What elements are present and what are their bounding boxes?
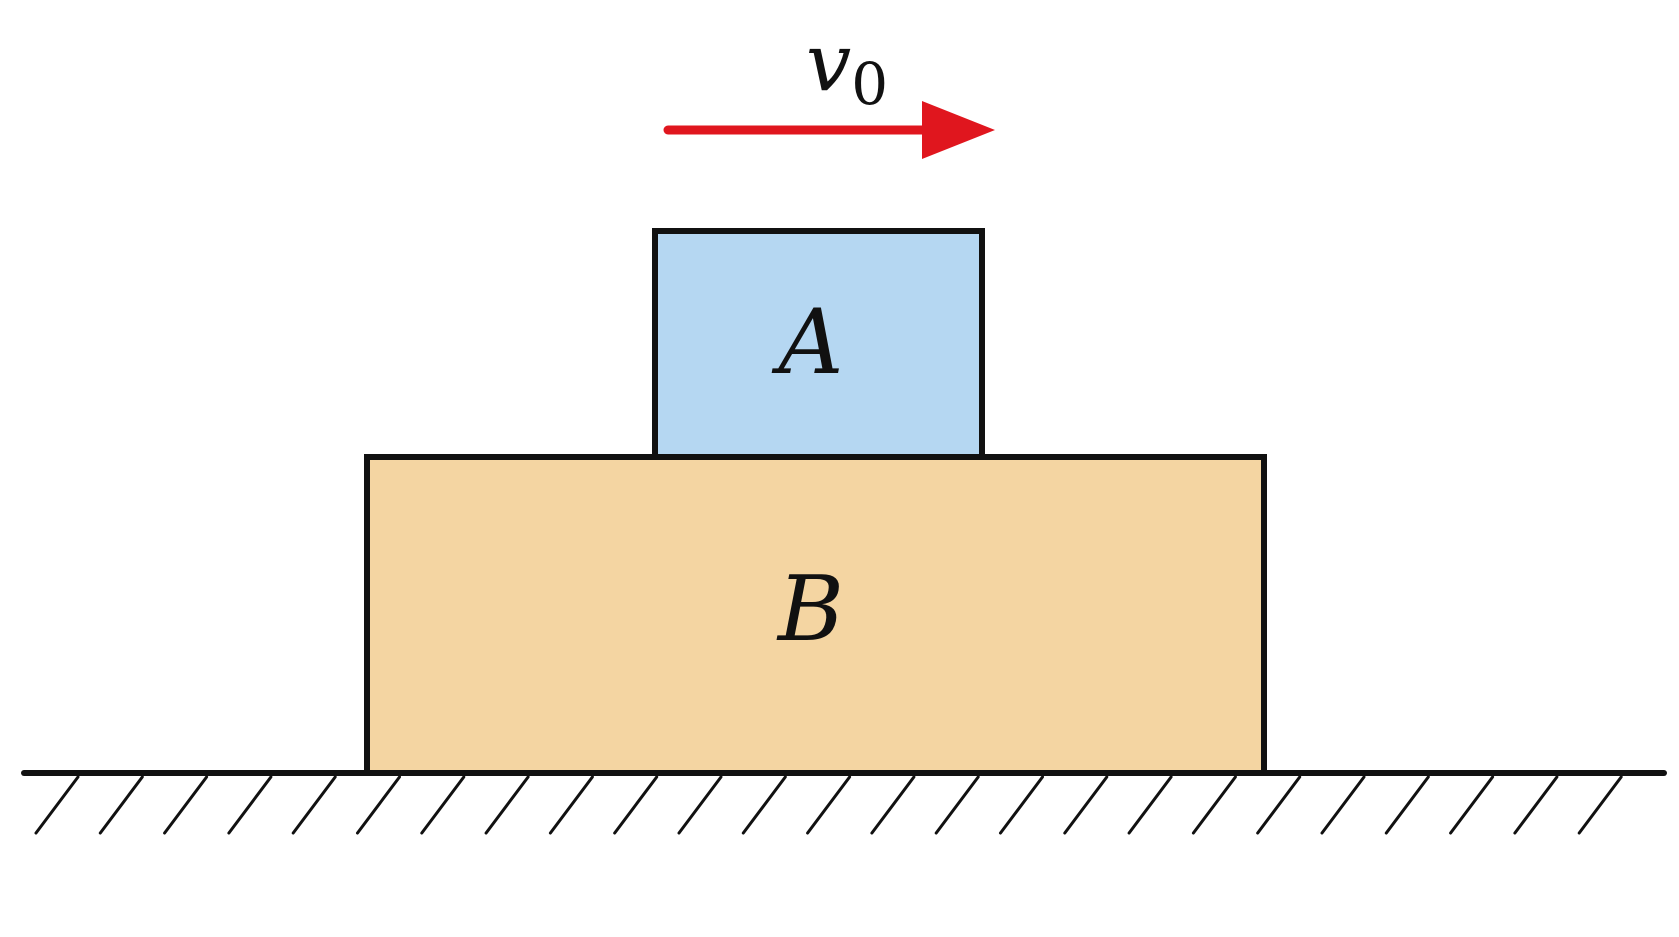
hatch-mark xyxy=(934,775,980,835)
velocity-label: v0 xyxy=(806,16,888,118)
ground-hatching xyxy=(34,775,1623,835)
velocity-symbol: v xyxy=(806,16,851,109)
hatch-mark xyxy=(1449,775,1495,835)
hatch-mark xyxy=(1577,775,1623,835)
velocity-subscript: 0 xyxy=(851,50,888,118)
hatch-mark xyxy=(741,775,787,835)
ground xyxy=(21,770,1667,835)
hatch-mark xyxy=(163,775,209,835)
hatch-mark xyxy=(1320,775,1366,835)
hatch-mark xyxy=(34,775,80,835)
hatch-mark xyxy=(484,775,530,835)
hatch-mark xyxy=(227,775,273,835)
hatch-mark xyxy=(1256,775,1302,835)
hatch-mark xyxy=(548,775,594,835)
block-a-label: A xyxy=(772,290,844,395)
hatch-mark xyxy=(356,775,401,835)
block-a xyxy=(652,228,985,460)
hatch-mark xyxy=(420,775,466,835)
hatch-mark xyxy=(291,775,337,835)
hatch-mark xyxy=(1127,775,1173,835)
hatch-mark xyxy=(613,775,659,835)
hatch-mark xyxy=(870,775,916,835)
velocity-arrow-icon xyxy=(663,101,995,159)
hatch-mark xyxy=(1513,775,1559,835)
velocity-arrow-head xyxy=(922,101,995,159)
hatch-mark xyxy=(1191,775,1237,835)
hatch-mark xyxy=(1063,775,1109,835)
hatch-mark xyxy=(806,775,852,835)
hatch-mark xyxy=(677,775,723,835)
block-b-label: B xyxy=(776,557,844,662)
hatch-mark xyxy=(999,775,1044,835)
hatch-mark xyxy=(1384,775,1430,835)
hatch-mark xyxy=(98,775,144,835)
